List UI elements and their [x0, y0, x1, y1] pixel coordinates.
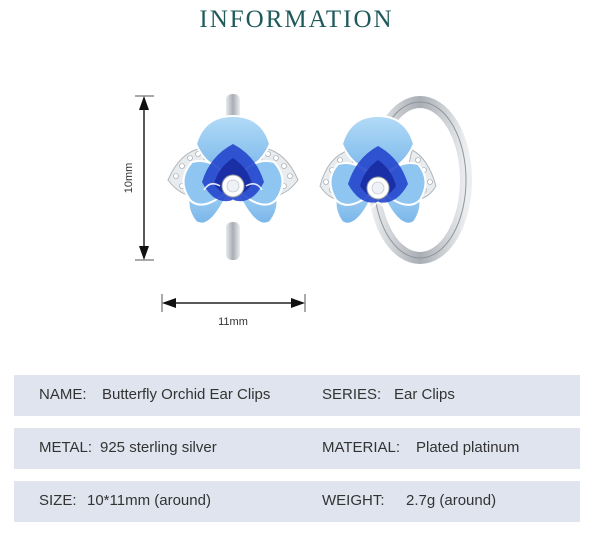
height-label: 10mm	[123, 163, 135, 194]
spec-row-metal-material: METAL: 925 sterling silver MATERIAL: Pla…	[14, 428, 580, 469]
height-dimension-arrow	[135, 95, 154, 261]
width-label: 11mm	[218, 316, 248, 328]
series-label: SERIES:	[322, 386, 382, 403]
earring-front-view	[167, 94, 299, 260]
metal-value: 925 sterling silver	[100, 439, 217, 456]
name-value: Butterfly Orchid Ear Clips	[102, 386, 271, 403]
weight-label: WEIGHT:	[322, 492, 385, 509]
size-label: SIZE:	[39, 492, 77, 509]
earring-side-view	[319, 96, 472, 264]
width-dimension-arrow	[161, 294, 306, 312]
name-label: NAME:	[39, 386, 87, 403]
material-label: MATERIAL:	[322, 439, 401, 456]
spec-row-size-weight: SIZE: 10*11mm (around) WEIGHT: 2.7g (aro…	[14, 481, 580, 522]
weight-value: 2.7g (around)	[406, 492, 497, 509]
size-value: 10*11mm (around)	[87, 492, 211, 509]
material-value: Plated platinum	[416, 439, 520, 456]
series-value: Ear Clips	[394, 386, 455, 403]
metal-label: METAL:	[39, 439, 93, 456]
spec-row-name-series: NAME: Butterfly Orchid Ear Clips SERIES:…	[14, 375, 580, 416]
page-title: INFORMATION	[199, 6, 394, 33]
product-image: 10mm 11mm	[120, 82, 480, 342]
